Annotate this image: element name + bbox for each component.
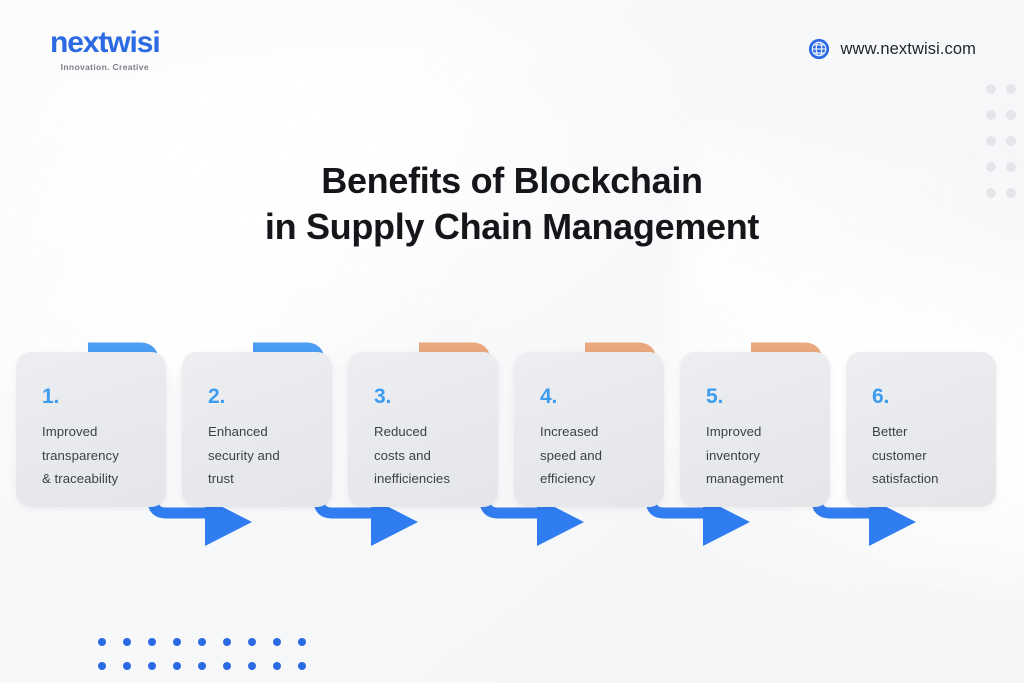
step-label-line-3: trust [208,471,234,486]
title-line-2: in Supply Chain Management [264,206,760,248]
step-number: 4. [540,385,558,408]
step-label-line-1: Enhanced [208,424,268,439]
step-number: 2. [208,385,226,408]
step-label: Enhanced security and trust [208,420,320,491]
decorative-dots-top-right [986,84,1016,198]
step-label-line-3: efficiency [540,471,596,486]
step-flow: 1. Improved transparency & traceability … [0,330,1024,550]
step-label-line-2: speed and [540,447,603,463]
step-number: 6. [872,385,890,408]
step-label-line-1: Increased [540,424,599,439]
page-title: Benefits of Blockchain in Supply Chain M… [0,158,1024,250]
step-number: 5. [706,385,724,408]
step-label-line-2: customer [872,447,927,463]
step-label: Improved inventory management [706,420,818,491]
decorative-dots-bottom-left [98,638,306,670]
website-url-text: www.nextwisi.com [840,39,976,58]
step-label-line-3: & traceability [42,471,119,486]
title-line-1: Benefits of Blockchain [321,160,703,201]
step-label-line-2: costs and [374,447,431,463]
step-number: 1. [42,385,60,408]
step-label-line-1: Improved [706,424,762,439]
step-number: 3. [374,385,392,408]
brand-logo[interactable]: nextwisi Innovation. Creative [50,26,161,73]
step-label-line-2: inventory [706,447,760,463]
step-card-4[interactable]: 4. Increased speed and efficiency [514,352,664,507]
logo-wordmark: nextwisi [50,26,161,59]
step-card-2[interactable]: 2. Enhanced security and trust [182,352,332,507]
step-label-line-3: satisfaction [872,471,939,486]
step-label-line-1: Improved [42,424,98,439]
globe-icon [808,38,829,60]
step-label-line-3: inefficiencies [374,471,450,486]
step-label: Improved transparency & traceability [42,420,154,491]
step-label-line-3: management [706,471,784,486]
step-label-line-2: transparency [42,447,119,463]
step-label: Reduced costs and inefficiencies [374,420,486,491]
step-label-line-1: Better [872,424,908,439]
website-link[interactable]: www.nextwisi.com [808,38,976,60]
step-label: Increased speed and efficiency [540,420,652,491]
step-card-3[interactable]: 3. Reduced costs and inefficiencies [348,352,498,507]
logo-tagline: Innovation. Creative [60,62,149,72]
step-card-5[interactable]: 5. Improved inventory management [680,352,830,507]
step-label-line-1: Reduced [374,424,428,439]
step-label: Better customer satisfaction [872,420,984,491]
step-card-1[interactable]: 1. Improved transparency & traceability [16,352,166,507]
step-label-line-2: security and [208,447,280,463]
step-card-6[interactable]: 6. Better customer satisfaction [846,352,996,507]
